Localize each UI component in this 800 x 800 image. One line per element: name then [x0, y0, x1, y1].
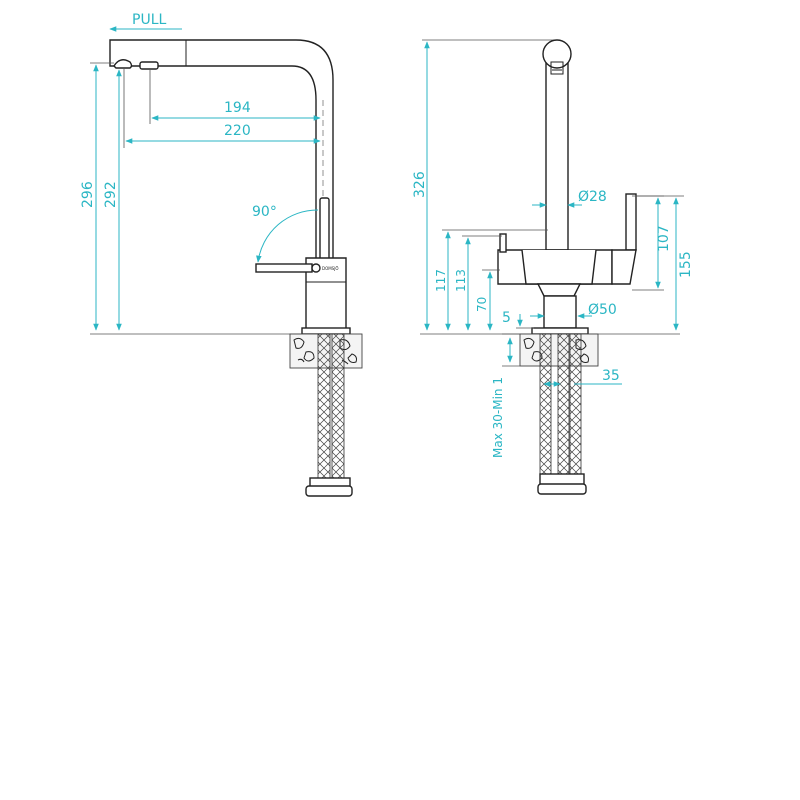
pull-label: PULL: [132, 12, 166, 28]
dim-dia50: Ø50: [588, 302, 617, 318]
dim-296: 296: [80, 181, 96, 208]
pull-arrow: PULL: [109, 12, 182, 32]
angle-indicator: 90°: [252, 204, 319, 263]
angle-label: 90°: [252, 204, 277, 220]
spout: [109, 39, 334, 331]
dim-5: 5: [502, 310, 511, 326]
brand-logo: DOMSJÖ: [322, 266, 339, 271]
side-view: PULL DOMSJÖ 90°: [80, 12, 363, 497]
dim-292: 292: [103, 181, 119, 208]
dim-70: 70: [475, 297, 489, 312]
dim-35: 35: [602, 368, 620, 384]
dim-dia28: Ø28: [578, 189, 607, 205]
dim-113: 113: [454, 269, 468, 292]
dim-326: 326: [412, 171, 428, 198]
dim-155: 155: [678, 251, 694, 278]
front-body: [497, 193, 637, 335]
dim-220: 220: [224, 123, 251, 139]
front-view: Ø28 326 117 113 70: [412, 39, 694, 495]
dim-deck-thickness: Max 30-Min 1: [491, 377, 505, 458]
dim-194: 194: [224, 100, 251, 116]
front-supply-hoses: [537, 333, 587, 495]
faucet-body: DOMSJÖ: [255, 257, 347, 331]
front-spout: [542, 39, 572, 251]
supply-hoses: [305, 333, 353, 497]
dim-117: 117: [434, 269, 448, 292]
lever-upright: [319, 197, 330, 261]
dim-107: 107: [656, 225, 672, 252]
